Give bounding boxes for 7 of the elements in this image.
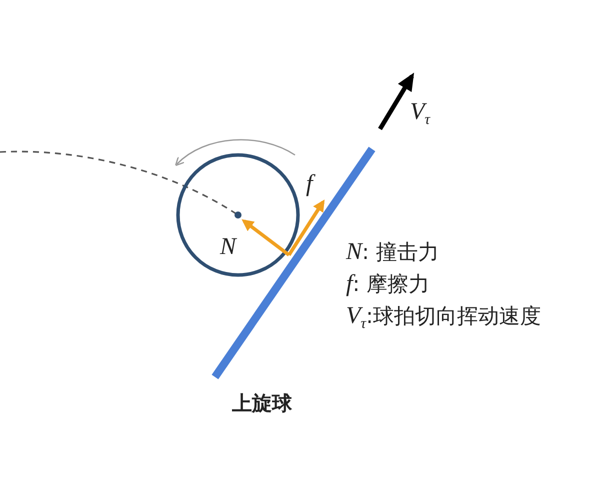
legend-text: N: 撞击力	[346, 240, 439, 264]
legend-text: V$_{τ}$:球拍切向挥动速度	[346, 304, 542, 332]
legend-text: f: 摩擦力	[346, 272, 430, 296]
ball-type-label: 上旋球	[232, 393, 292, 413]
force-symbol: f	[306, 172, 313, 196]
velocity-symbol: V$_{τ}$	[410, 100, 430, 128]
force-symbol: N	[220, 235, 236, 259]
